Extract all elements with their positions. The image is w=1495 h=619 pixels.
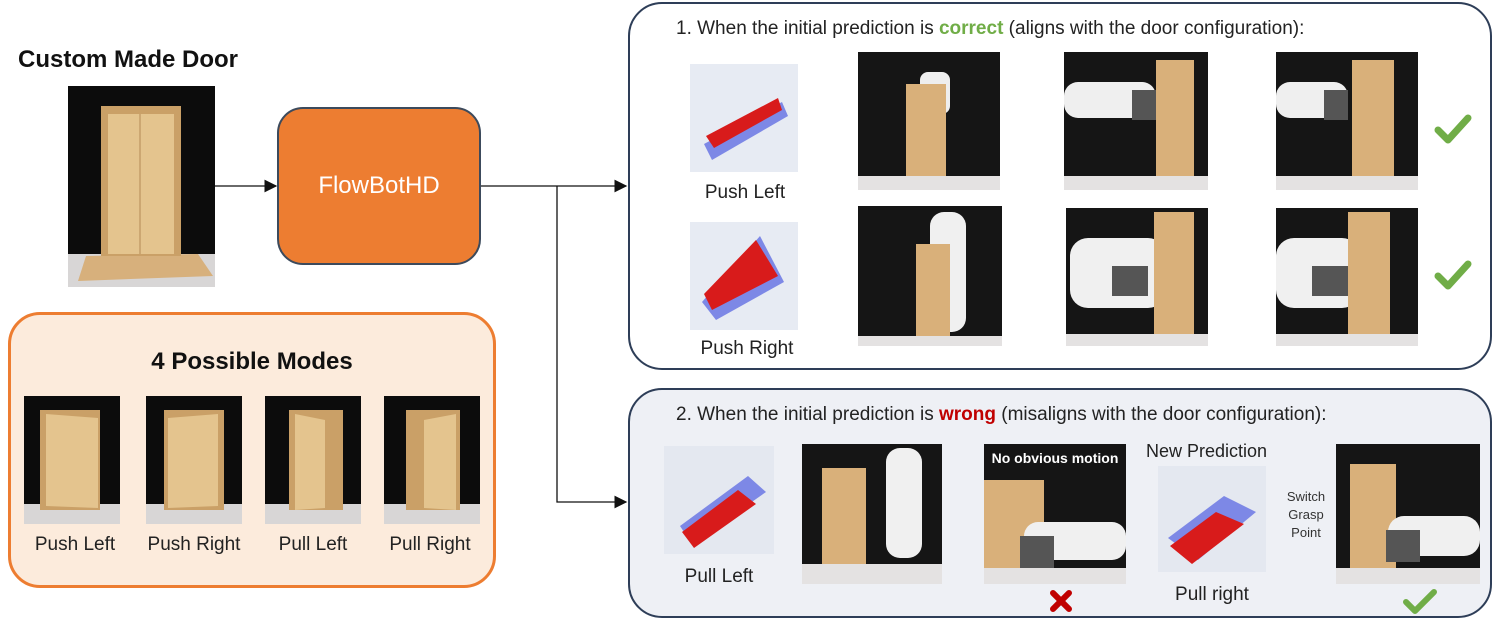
- mode-label-push-right: Push Right: [147, 534, 241, 555]
- mode-photo-push-right: [146, 396, 242, 524]
- row1-frame-1: [858, 52, 1000, 190]
- pred-label-pull-right: Pull right: [1175, 584, 1249, 605]
- custom-door-photo: [68, 86, 215, 287]
- mode-photo-pull-left: [265, 396, 361, 524]
- pred-label-pull-left: Pull Left: [684, 566, 754, 587]
- wrong-case-heading: 2. When the initial prediction is wrong …: [676, 404, 1327, 425]
- mode-label-push-left: Push Left: [34, 534, 116, 555]
- wrong-frame-3: [1336, 444, 1480, 584]
- model-to-wrong-arrow: [556, 186, 628, 509]
- switch-grasp-label: Switch Grasp Point: [1286, 489, 1326, 540]
- mode-label-pull-left: Pull Left: [278, 534, 348, 555]
- check-icon: [1403, 589, 1437, 614]
- mode-label-pull-right: Pull Right: [389, 534, 471, 555]
- cross-icon: [1050, 590, 1072, 612]
- correct-case-heading: 1. When the initial prediction is correc…: [676, 18, 1305, 39]
- mode-photo-pull-right: [384, 396, 480, 524]
- model-label: FlowBotHD: [318, 172, 440, 199]
- wrong-keyword: wrong: [938, 404, 996, 425]
- page-title: Custom Made Door: [18, 46, 239, 73]
- flowbothd-model-box: FlowBotHD: [277, 107, 481, 265]
- wrong-frame-2: No obvious motion: [984, 444, 1126, 584]
- pred-thumb-push-left: [690, 64, 798, 172]
- modes-title: 4 Possible Modes: [151, 348, 353, 375]
- correct-keyword: correct: [938, 18, 1004, 39]
- row1-frame-3: [1276, 52, 1418, 190]
- mode-photo-push-left: [24, 396, 120, 524]
- check-icon: [1434, 114, 1472, 144]
- no-motion-overlay: No obvious motion: [991, 450, 1119, 466]
- row2-frame-2: [1066, 208, 1208, 346]
- row2-frame-3: [1276, 208, 1418, 346]
- pred-thumb-pull-left: [664, 446, 774, 554]
- row2-frame-1: [858, 206, 1002, 346]
- pred-label-push-right: Push Right: [700, 338, 794, 359]
- row1-frame-2: [1064, 52, 1208, 190]
- pred-label-push-left: Push Left: [704, 182, 786, 203]
- pred-thumb-push-right: [690, 222, 798, 330]
- new-prediction-title: New Prediction: [1146, 441, 1268, 461]
- check-icon: [1434, 260, 1472, 290]
- wrong-frame-1: [802, 444, 942, 584]
- pred-thumb-pull-right: [1158, 466, 1266, 572]
